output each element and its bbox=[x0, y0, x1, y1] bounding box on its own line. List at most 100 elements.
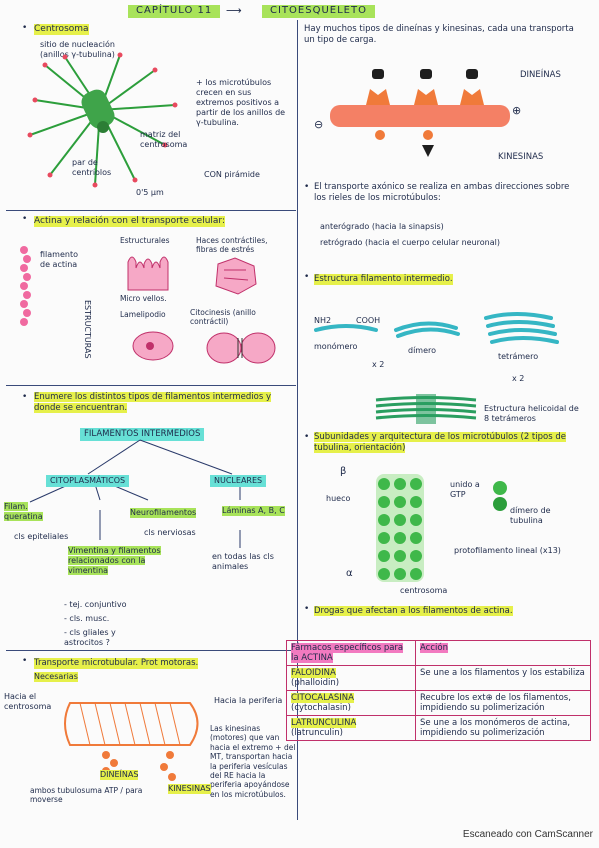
drug-cell: LATRUNCULINA(latrunculin) bbox=[286, 715, 416, 741]
vimentina-node: Vimentina y filamentos relacionados con … bbox=[68, 546, 161, 575]
nh2-label: NH2 bbox=[314, 316, 332, 325]
topic-title: CITOESQUELETO bbox=[262, 5, 375, 18]
table-row: FALOIDINA(phalloidin) Se une a los filam… bbox=[286, 665, 591, 691]
matrix-label: matriz del centrosoma bbox=[140, 130, 188, 149]
scale-label: 0'5 μm bbox=[136, 188, 164, 197]
atp-note: ambos tubulosuma ATP / para moverse bbox=[30, 786, 143, 805]
laminas-where: en todas las cls animales bbox=[212, 552, 274, 571]
motors-intro: Hay muchos tipos de dineínas y kinesinas… bbox=[304, 24, 574, 45]
bullet-icon: • bbox=[22, 214, 28, 224]
neuro-node: Neurofilamentos bbox=[130, 508, 197, 518]
microtubule-drawing bbox=[376, 474, 424, 582]
hacia-centro-label: Hacia el centrosoma bbox=[4, 692, 52, 711]
queratina-where: cls epiteliales bbox=[14, 532, 69, 541]
tetramer-label: tetrámero bbox=[498, 352, 539, 361]
transport-diagram bbox=[64, 702, 199, 781]
plus-ends-text: + los microtúbulos crecen en sus extremo… bbox=[196, 78, 286, 127]
structures-label-4: Citocinesis (anillo contráctil) bbox=[190, 308, 256, 327]
centrosome-arrow-label: centrosoma bbox=[400, 586, 448, 595]
hacia-periferia-label: Hacia la periferia bbox=[214, 696, 283, 705]
drugs-table: Fármacos específicos para la ACTINA Acci… bbox=[286, 640, 591, 741]
cito-node: CITOPLASMÁTICOS bbox=[46, 475, 130, 487]
drogas-heading: Drogas que afectan a los filamentos de a… bbox=[314, 606, 513, 616]
hueco-label: hueco bbox=[326, 494, 351, 503]
dineinas-label-right: DINEÍNAS bbox=[520, 70, 561, 80]
structures-label-1: Estructurales bbox=[120, 236, 170, 245]
intermedios-question: Enumere los distintos tipos de filamento… bbox=[34, 392, 272, 413]
cytokinesis-drawing bbox=[206, 332, 276, 364]
axonal-text: El transporte axónico se realiza en amba… bbox=[314, 182, 570, 203]
table-row: CITOCALASINA(cytochalasin) Recubre los e… bbox=[286, 690, 591, 716]
neuro-where: cls nerviosas bbox=[144, 528, 196, 537]
subunidades-heading: Subunidades y arquitectura de los microt… bbox=[314, 432, 566, 453]
vim-item-1: - tej. conjuntivo bbox=[64, 600, 127, 609]
structures-label-3: Lamelipodio bbox=[120, 310, 166, 319]
action-cell: Recubre los ext⊕ de los filamentos, impi… bbox=[415, 690, 591, 716]
microvilli-caption: Micro vellos. bbox=[120, 294, 167, 303]
bullet-icon: • bbox=[22, 392, 28, 402]
vim-item-3: - cls gliales y astrocitos ? bbox=[64, 628, 116, 647]
bullet-icon: • bbox=[304, 182, 310, 192]
drug-cell: CITOCALASINA(cytochalasin) bbox=[286, 690, 416, 716]
table-row: LATRUNCULINA(latrunculin) Se une a los m… bbox=[286, 715, 591, 741]
queratina-node: Filam. queratina bbox=[4, 502, 43, 521]
intermedios-root: FILAMENTOS INTERMEDIOS bbox=[80, 428, 205, 441]
dimer-tubulin-label: dímero de tubulina bbox=[510, 506, 551, 525]
estructura-heading: Estructura filamento intermedio. bbox=[314, 274, 453, 285]
retrograde-text: retrógrado (hacia el cuerpo celular neur… bbox=[320, 238, 500, 247]
nucl-node: NUCLEARES bbox=[210, 475, 267, 487]
x2-label-b: x 2 bbox=[512, 374, 525, 383]
transporte-heading: Transporte microtubular. Prot motoras. bbox=[34, 658, 199, 669]
bullet-icon: • bbox=[304, 604, 310, 614]
actin-filament-label: filamento de actina bbox=[40, 250, 78, 269]
centrosoma-diagram bbox=[27, 52, 178, 188]
cooh-label: COOH bbox=[356, 316, 381, 325]
bullet-icon: • bbox=[22, 656, 28, 666]
x2-label-a: x 2 bbox=[372, 360, 385, 369]
pyramid-label: CON pirámide bbox=[204, 170, 260, 179]
lamellipodium-drawing bbox=[132, 331, 174, 361]
bullet-icon: • bbox=[22, 23, 28, 33]
laminas-node: Láminas A, B, C bbox=[222, 506, 285, 516]
action-cell: Se une a los filamentos y los estabiliza bbox=[415, 665, 591, 691]
stress-fibers-drawing bbox=[215, 257, 257, 295]
dineinas-label-left: DINEÍNAS bbox=[100, 770, 139, 780]
helical-caption: Estructura helicoidal de 8 tetrámeros bbox=[484, 404, 579, 423]
left-divider-1 bbox=[6, 210, 296, 211]
centrioles-label: par de centríolos bbox=[72, 158, 112, 177]
bullet-icon: • bbox=[304, 432, 310, 442]
actina-heading: Actina y relación con el transporte celu… bbox=[34, 216, 225, 228]
chapter-title: CAPÍTULO 11 bbox=[128, 5, 221, 18]
actin-filament-drawing bbox=[20, 246, 31, 326]
alpha-label: α bbox=[346, 568, 353, 579]
drug-cell: FALOIDINA(phalloidin) bbox=[286, 665, 416, 691]
protofilament-label: protofilamento lineal (x13) bbox=[454, 546, 561, 555]
beta-label: β bbox=[340, 466, 347, 477]
bullet-icon: • bbox=[304, 272, 310, 282]
microvilli-drawing bbox=[127, 256, 169, 291]
header-arrow: ⟶ bbox=[226, 4, 242, 17]
left-divider-3 bbox=[6, 650, 296, 651]
left-divider-2 bbox=[6, 385, 296, 386]
vim-item-2: - cls. musc. bbox=[64, 614, 110, 623]
monomer-label: monómero bbox=[314, 342, 358, 351]
vertical-divider bbox=[297, 20, 298, 820]
kinesinas-explanation: Las kinesinas (motores) que van hacia el… bbox=[210, 724, 296, 799]
nucleation-label: sitio de nucleación (anillos γ-tubulina) bbox=[40, 40, 115, 59]
tubulin-dimer-drawing bbox=[493, 481, 507, 511]
structures-label-2: Haces contráctiles, fibras de estrés bbox=[196, 236, 268, 255]
table-header-drug: Fármacos específicos para la ACTINA bbox=[286, 640, 416, 666]
table-header-action: Acción bbox=[415, 640, 591, 666]
gtp-label: unido a GTP bbox=[450, 480, 480, 499]
action-cell: Se une a los monómeros de actina, impidi… bbox=[415, 715, 591, 741]
intermediate-filament-assembly bbox=[314, 312, 559, 424]
plus-end-icon: ⊕ bbox=[512, 104, 522, 117]
table-header-row: Fármacos específicos para la ACTINA Acci… bbox=[286, 640, 591, 666]
anterograde-text: anterógrado (hacia la sinapsis) bbox=[320, 222, 444, 231]
necesarias-label: Necesarias bbox=[34, 672, 78, 682]
kinesinas-label-right: KINESINAS bbox=[498, 152, 544, 162]
scanner-watermark: Escaneado con CamScanner bbox=[462, 829, 593, 840]
kinesinas-label-left: KINESINAS bbox=[168, 784, 211, 794]
